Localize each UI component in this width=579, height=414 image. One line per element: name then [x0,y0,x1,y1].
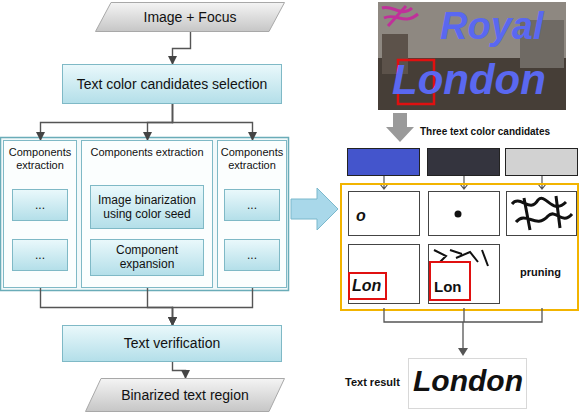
parallelogram-shape [86,379,285,412]
stage-column: Components extraction...... [217,140,287,288]
binary-panel [429,192,500,236]
binary-text: Lon [352,276,381,295]
noise-blobs [512,196,572,230]
flow-arrow [173,288,253,325]
flow-arrow [148,104,173,140]
node-label: Image + Focus [144,9,237,26]
stage-column: Components extraction...... [3,140,77,288]
step-box: Component expansion [90,239,204,276]
process-box: Text color candidates selection [62,64,282,104]
node-label: ... [247,198,257,212]
color-swatch [506,149,578,176]
binary-panel [349,245,420,304]
node-label: Binarized text region [121,387,249,404]
parallelogram-shape [96,3,285,32]
note-text: pruning [520,266,561,279]
noise-blobs [434,250,488,266]
column-heading: Components extraction [6,146,74,172]
caption-text: Three text color candidates [420,126,550,138]
bracket [384,308,542,350]
node-label: Image binarization using color seed [95,193,199,222]
process-box: Text verification [62,325,282,362]
column-heading: Components extraction [220,146,284,172]
result-text: London [413,363,523,399]
step-box: ... [12,239,68,271]
io-parallelogram: Binarized text region [85,378,285,412]
result-box [409,359,527,409]
small-arrows [380,176,546,189]
caption-text: Text result [345,376,400,389]
group-frame [1,138,289,291]
flow-arrow [148,288,173,325]
column-heading: Components extraction [84,146,210,159]
binary-panel [349,192,420,236]
step-box: ... [12,189,68,221]
arrow-head [458,348,468,356]
photo-logo [382,6,418,26]
flow-arrow [173,362,186,378]
blob [455,211,462,218]
binary-text: o [356,206,366,225]
found-box [349,273,386,299]
stage-column: Components extractionImage binarization … [81,140,213,288]
flow-arrow [41,104,173,140]
flow-arrow [173,104,253,140]
result-frame [341,184,578,310]
color-swatch [428,149,500,176]
step-box: ... [224,189,280,221]
node-label: ... [35,248,45,262]
node-label: ... [247,248,257,262]
photo-text: London [392,55,546,105]
step-box: ... [224,239,280,271]
photo [378,2,566,110]
down-arrow [386,113,414,142]
node-label: ... [35,198,45,212]
node-label: Text color candidates selection [77,76,268,93]
block-arrow [291,188,338,230]
io-parallelogram: Image + Focus [95,2,285,32]
node-label: Component expansion [95,243,199,272]
found-box [430,262,470,300]
binary-panel [507,192,577,236]
color-swatch [348,149,420,176]
flow-arrow [173,32,191,64]
binary-text: Lon [434,278,462,296]
binary-panel [429,245,500,304]
step-box: Image binarization using color seed [90,185,204,229]
node-label: Text verification [124,335,220,352]
flow-arrow [41,288,173,325]
photo-text: Royal [440,4,543,50]
